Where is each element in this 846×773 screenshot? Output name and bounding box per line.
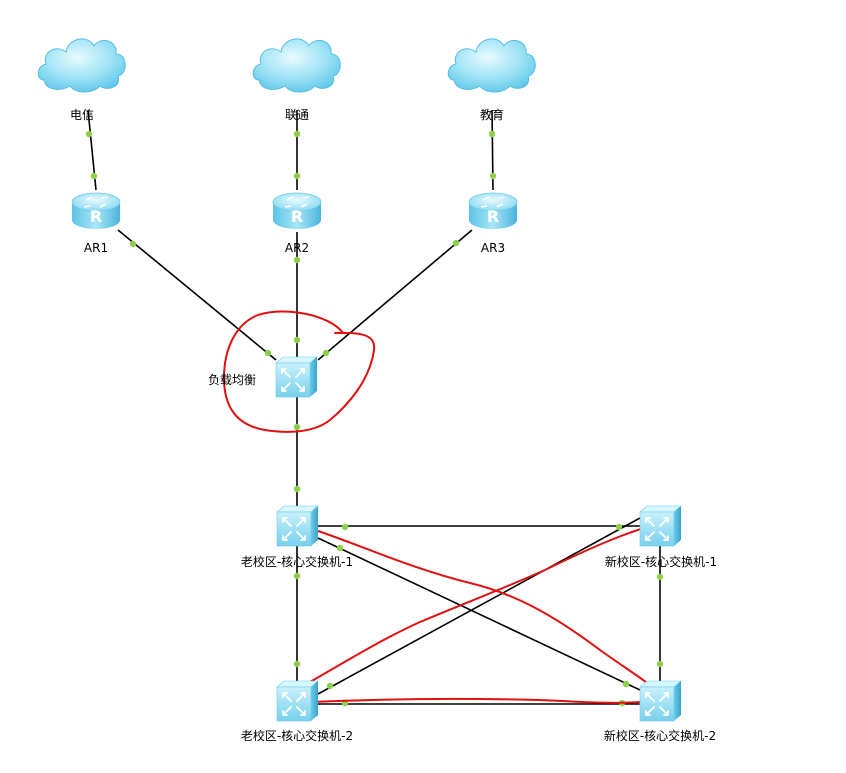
node-ar1[interactable]: R xyxy=(71,192,121,229)
label-cloud-edu: 教育 xyxy=(479,108,505,122)
node-new-core-1[interactable] xyxy=(639,505,682,547)
port-indicator xyxy=(293,172,301,180)
port-indicator xyxy=(615,523,623,531)
label-cloud-telecom: 电信 xyxy=(69,108,95,122)
port-indicator xyxy=(322,349,330,357)
port-indicator xyxy=(336,544,344,552)
node-cloud-unicom[interactable] xyxy=(252,38,341,93)
port-indicator xyxy=(293,256,301,264)
label-ar3: AR3 xyxy=(480,241,506,255)
node-cloud-edu[interactable] xyxy=(447,38,536,93)
node-old-core-1[interactable] xyxy=(276,505,319,547)
node-ar2[interactable]: R xyxy=(272,192,322,229)
port-indicator xyxy=(293,130,301,138)
link-new_core_1-old_core_2[interactable] xyxy=(317,517,641,695)
port-indicator xyxy=(293,485,301,493)
node-ar3[interactable]: R xyxy=(468,192,518,229)
port-indicator xyxy=(293,660,301,668)
svg-text:R: R xyxy=(487,207,499,226)
port-indicator xyxy=(341,523,349,531)
port-indicator xyxy=(85,130,93,138)
svg-text:R: R xyxy=(90,207,102,226)
port-indicator xyxy=(656,573,664,581)
port-indicator xyxy=(488,130,496,138)
port-indicator xyxy=(129,240,137,248)
label-old-core-2: 老校区-核心交换机-2 xyxy=(240,729,354,743)
port-indicator xyxy=(264,349,272,357)
links-layer xyxy=(87,109,661,705)
node-old-core-2[interactable] xyxy=(276,680,319,722)
label-ar2: AR2 xyxy=(284,241,310,255)
port-indicator xyxy=(326,682,334,690)
node-new-core-2[interactable] xyxy=(639,680,682,722)
svg-text:R: R xyxy=(291,207,303,226)
label-new-core-1: 新校区-核心交换机-1 xyxy=(604,555,718,569)
port-indicator xyxy=(293,423,301,431)
port-indicator xyxy=(622,680,630,688)
label-cloud-unicom: 联通 xyxy=(284,108,310,122)
label-old-core-1: 老校区-核心交换机-1 xyxy=(240,555,354,569)
annotation-line-oldcore1-newcore2 xyxy=(317,530,661,694)
annotation-line-oldcore2-newcore2 xyxy=(309,697,641,704)
port-indicator xyxy=(293,336,301,344)
port-indicator xyxy=(656,660,664,668)
annotation-layer xyxy=(222,310,673,704)
node-lb[interactable] xyxy=(275,356,318,398)
annotation-line-newcore1-oldcore2 xyxy=(302,519,673,687)
node-cloud-telecom[interactable] xyxy=(37,38,126,93)
port-indicator xyxy=(452,239,460,247)
link-ar1-lb[interactable] xyxy=(117,229,277,361)
label-ar1: AR1 xyxy=(83,241,109,255)
annotation-circle-load-balancer xyxy=(222,310,376,433)
port-indicator xyxy=(90,172,98,180)
label-load-balancer: 负载均衡 xyxy=(208,373,257,387)
ports-layer xyxy=(85,130,664,707)
port-indicator xyxy=(489,172,497,180)
link-old_core_1-new_core_2[interactable] xyxy=(317,537,641,691)
port-indicator xyxy=(293,572,301,580)
label-new-core-2: 新校区-核心交换机-2 xyxy=(603,729,717,743)
link-ar3-lb[interactable] xyxy=(317,229,473,361)
nodes-layer: R R R xyxy=(37,38,682,722)
